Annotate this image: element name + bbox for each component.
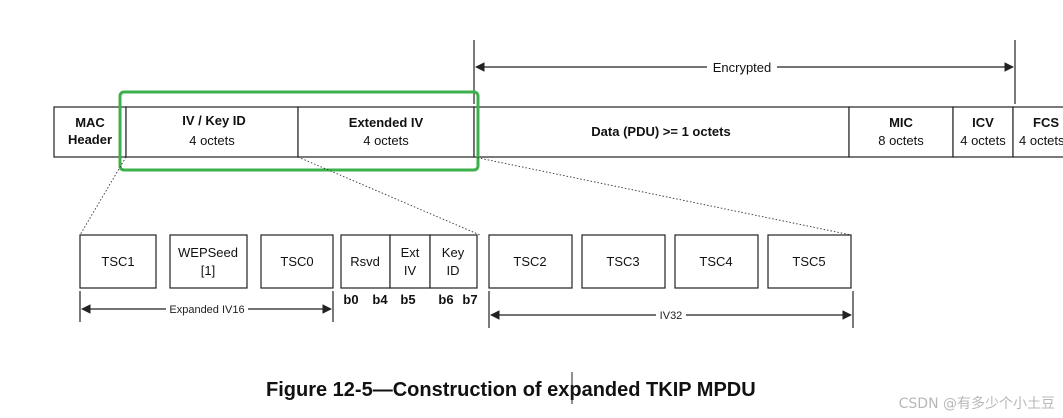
expanded-iv16-label: Expanded IV16 bbox=[169, 304, 244, 316]
extended-iv-label: Extended IV bbox=[349, 115, 424, 130]
bit-label-b4: b4 bbox=[372, 292, 388, 307]
mac-header-label-line1: MAC bbox=[75, 115, 105, 130]
expansion-line-left bbox=[79, 156, 127, 236]
bit-label-b0: b0 bbox=[343, 292, 358, 307]
tsc4-field bbox=[674, 234, 759, 289]
iv-keyid-label: IV / Key ID bbox=[182, 113, 246, 128]
tsc5-field bbox=[767, 234, 852, 289]
iv32-span: IV32 bbox=[488, 291, 854, 328]
mac-header-label-line2: Header bbox=[68, 132, 112, 147]
tsc0-field bbox=[260, 234, 334, 289]
iv16-label-bg bbox=[166, 302, 248, 316]
tsc1-label: TSC1 bbox=[101, 254, 134, 269]
encrypted-label: Encrypted bbox=[713, 60, 772, 75]
key-id-label-line2: ID bbox=[447, 263, 460, 278]
bit-label-b5: b5 bbox=[400, 292, 415, 307]
iv32-label: IV32 bbox=[660, 310, 683, 322]
expanded-iv16-span: Expanded IV16 bbox=[79, 291, 334, 322]
fcs-size: 4 octets bbox=[1019, 133, 1063, 148]
fcs-label: FCS bbox=[1033, 115, 1059, 130]
extended-iv-size: 4 octets bbox=[363, 133, 409, 148]
tsc3-field bbox=[581, 234, 666, 289]
extended-iv-field bbox=[297, 106, 475, 158]
mic-size: 8 octets bbox=[878, 133, 924, 148]
tsc1-field bbox=[79, 234, 157, 289]
tsc5-label: TSC5 bbox=[792, 254, 825, 269]
mpdu-top-row: MAC Header IV / Key ID 4 octets Extended… bbox=[53, 106, 1063, 158]
tsc4-label: TSC4 bbox=[699, 254, 732, 269]
wepseed-label-line2: [1] bbox=[201, 263, 215, 278]
fcs-field bbox=[1012, 106, 1063, 158]
rsvd-label: Rsvd bbox=[350, 254, 380, 269]
wepseed-label-line1: WEPSeed bbox=[178, 245, 238, 260]
key-id-label-line1: Key bbox=[442, 245, 465, 260]
mic-field bbox=[848, 106, 954, 158]
tsc0-label: TSC0 bbox=[280, 254, 313, 269]
tsc2-field bbox=[488, 234, 573, 289]
expansion-line-mid bbox=[297, 156, 481, 236]
wepseed-field bbox=[169, 234, 248, 289]
icv-size: 4 octets bbox=[960, 133, 1006, 148]
icv-label: ICV bbox=[972, 115, 994, 130]
icv-field bbox=[952, 106, 1014, 158]
expanded-iv-row: TSC1 WEPSeed [1] TSC0 Rsvd Ext IV Key ID… bbox=[79, 234, 852, 289]
highlight-box bbox=[118, 90, 480, 172]
data-pdu-label: Data (PDU) >= 1 octets bbox=[591, 124, 730, 139]
figure-caption: Figure 12-5—Construction of expanded TKI… bbox=[266, 379, 756, 401]
key-id-field bbox=[429, 234, 478, 289]
mac-header-field bbox=[53, 106, 127, 158]
ext-iv-field bbox=[389, 234, 431, 289]
expansion-line-right bbox=[473, 156, 852, 236]
expansion-lines bbox=[79, 156, 852, 236]
bit-label-b6: b6 bbox=[438, 292, 453, 307]
tsc3-label: TSC3 bbox=[606, 254, 639, 269]
bit-labels: b0 b4 b5 b6 b7 bbox=[343, 292, 477, 307]
ext-iv-label-line1: Ext bbox=[401, 245, 420, 260]
iv32-label-bg bbox=[656, 308, 686, 322]
encrypted-label-bg bbox=[707, 58, 777, 74]
tsc2-label: TSC2 bbox=[513, 254, 546, 269]
ext-iv-label-line2: IV bbox=[404, 263, 417, 278]
encrypted-bracket: Encrypted bbox=[473, 40, 1016, 104]
iv-keyid-size: 4 octets bbox=[189, 133, 235, 148]
watermark: CSDN @有多少个小土豆 bbox=[899, 395, 1055, 412]
mic-label: MIC bbox=[889, 115, 913, 130]
bit-label-b7: b7 bbox=[462, 292, 477, 307]
data-pdu-field bbox=[473, 106, 850, 158]
